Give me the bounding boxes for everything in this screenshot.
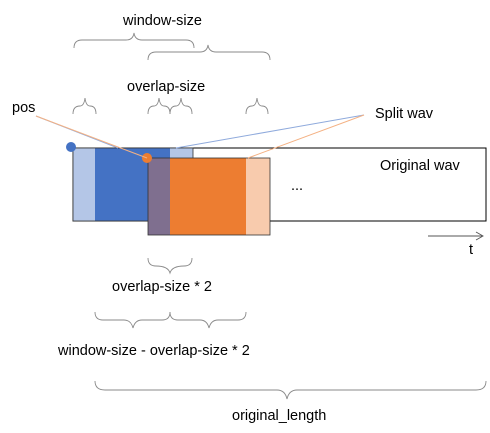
pos-marker-blue (66, 142, 76, 152)
label-overlap-size: overlap-size (127, 79, 205, 95)
split2-core (170, 158, 246, 235)
split2-left-overlap (148, 158, 170, 235)
label-overlap-x2: overlap-size * 2 (112, 279, 212, 295)
brace-window-minus-2 (169, 311, 247, 329)
brace-window-2 (147, 44, 271, 61)
split1-left-overlap (73, 148, 95, 221)
label-ellipsis: ... (291, 178, 303, 194)
label-original-length: original_length (232, 408, 326, 424)
split1-right-overlap (170, 148, 193, 158)
label-original-wav: Original wav (380, 158, 461, 174)
split2-right-overlap (246, 158, 270, 235)
label-window-minus-overlap: window-size - overlap-size * 2 (57, 343, 250, 359)
pos-line-orange (35, 115, 148, 159)
brace-overlap-1 (72, 97, 97, 115)
label-window-size: window-size (122, 13, 202, 29)
brace-overlap-x2 (147, 257, 193, 275)
label-split-wav: Split wav (375, 106, 434, 122)
split-line-blue (175, 114, 365, 149)
brace-overlap-4 (245, 97, 269, 115)
brace-overlap-2 (147, 97, 171, 115)
split-line-orange (247, 114, 365, 159)
brace-window-minus-1 (94, 311, 171, 329)
brace-window-1 (73, 32, 195, 49)
label-t: t (469, 242, 473, 258)
label-pos: pos (12, 100, 35, 116)
brace-original-length (94, 380, 487, 400)
brace-overlap-3 (169, 97, 193, 115)
time-arrow-head (475, 231, 484, 241)
split2-outline (147, 157, 271, 236)
